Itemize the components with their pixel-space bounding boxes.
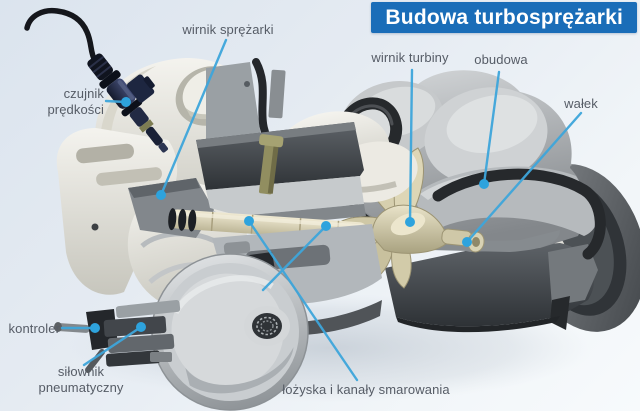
shaft-nut-bore xyxy=(244,306,290,346)
leader-line-actuator xyxy=(82,325,143,367)
oil-feed-pin xyxy=(258,134,284,195)
callout-dots xyxy=(90,97,489,333)
label-speed-sensor: czujnik prędkości xyxy=(47,86,104,117)
label-controller: kontroler xyxy=(8,321,60,336)
callout-dot-bearing-right xyxy=(321,221,331,231)
callout-dot-controller xyxy=(90,323,100,333)
callout-dot-shaft xyxy=(462,237,472,247)
compressor-backplate-disc xyxy=(151,253,309,411)
leader-line-housing xyxy=(482,70,501,186)
callout-dot-speed-sensor xyxy=(121,97,131,107)
leader-lines xyxy=(60,38,583,382)
speed-sensor xyxy=(24,7,168,153)
label-compressor-wheel: wirnik sprężarki xyxy=(182,22,274,37)
label-pneumatic-actuator: siłownik pneumatyczny xyxy=(38,364,124,395)
leader-line-bearings-right xyxy=(261,224,328,292)
leader-line-turbine-wheel xyxy=(408,68,414,224)
label-housing: obudowa xyxy=(474,52,528,67)
leader-line-bearings-left xyxy=(247,219,359,382)
turbine-housing-base xyxy=(385,243,598,333)
label-shaft: wałek xyxy=(564,96,598,111)
callout-dot-housing xyxy=(479,179,489,189)
page-title: Budowa turbosprężarki xyxy=(385,5,623,29)
pneumatic-actuator xyxy=(54,299,181,373)
label-bearings-oil-channels: łożyska i kanały smarowania xyxy=(282,382,450,397)
callout-dot-turbine-wheel xyxy=(405,217,415,227)
leader-line-compressor-wheel xyxy=(159,38,228,197)
callout-dot-bearing-left xyxy=(244,216,254,226)
callout-dot-actuator xyxy=(136,322,146,332)
callout-dot-compressor-wheel xyxy=(156,190,166,200)
leader-line-shaft xyxy=(465,111,583,244)
label-turbine-wheel: wirnik turbiny xyxy=(371,50,449,65)
title-banner: Budowa turbosprężarki xyxy=(371,2,637,33)
